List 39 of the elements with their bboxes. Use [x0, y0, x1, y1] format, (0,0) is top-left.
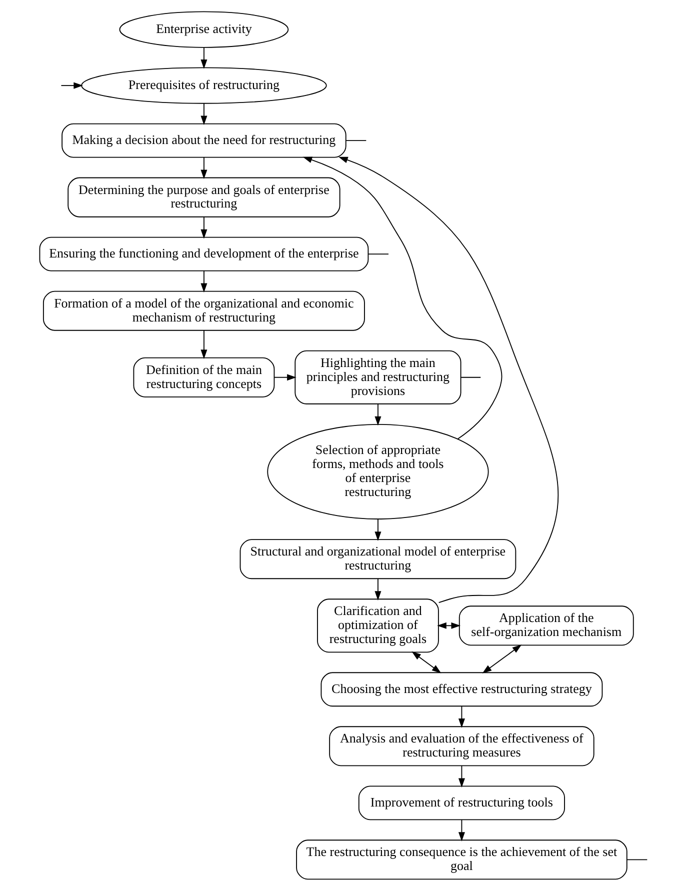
node-box: Highlighting the main principles and restructuring provisions — [294, 350, 461, 404]
node-box: Choosing the most effective restructuring strategy — [320, 672, 602, 707]
arrow — [374, 518, 381, 541]
node-box: Analysis and evaluation of the effectiveness of restructuring measures — [328, 726, 594, 766]
arrow — [411, 651, 441, 674]
arrow — [200, 330, 207, 359]
node-ellipse: Selection of appropriate forms, methods and tools of enterprise restructuring — [266, 424, 488, 520]
arrow — [60, 82, 82, 89]
arrow — [273, 374, 296, 381]
arrow — [374, 578, 381, 600]
arrow — [338, 156, 558, 604]
arrow — [200, 270, 207, 293]
node-ellipse: Prerequisites of restructuring — [80, 67, 326, 104]
node-box: Application of the self-organization mechanism — [458, 606, 634, 646]
node-box: Structural and organizational model of enterprise restructuring — [239, 539, 516, 580]
arrow — [200, 103, 207, 126]
node-box: Ensuring the functioning and development of the enterprise — [38, 236, 368, 272]
arrow — [302, 156, 502, 440]
arrow — [436, 622, 460, 629]
arrow — [374, 404, 381, 426]
node-box: Definition of the main restructuring concepts — [132, 357, 274, 398]
arrow — [458, 706, 464, 728]
node-box: The restructuring consequence is the achievement of the set goal — [296, 840, 627, 880]
node-box: Determining the purpose and goals of enterprise restructuring — [67, 177, 340, 218]
arrow — [200, 216, 207, 239]
node-ellipse: Enterprise activity — [118, 11, 288, 48]
connector — [626, 859, 648, 860]
arrow — [482, 644, 522, 674]
arrow — [200, 156, 207, 180]
node-box: Making a decision about the need for restructuring — [61, 123, 346, 158]
connector — [460, 376, 481, 378]
arrow — [200, 47, 207, 69]
connector — [368, 254, 388, 255]
connector — [345, 140, 366, 141]
node-box: Formation of a model of the organizational and economic mechanism of restructuring — [42, 290, 364, 331]
node-box: Clarification and optimization of restructuring goals — [316, 598, 438, 653]
arrow — [458, 766, 464, 788]
node-box: Improvement of restructuring tools — [358, 786, 564, 820]
arrow — [458, 819, 464, 842]
